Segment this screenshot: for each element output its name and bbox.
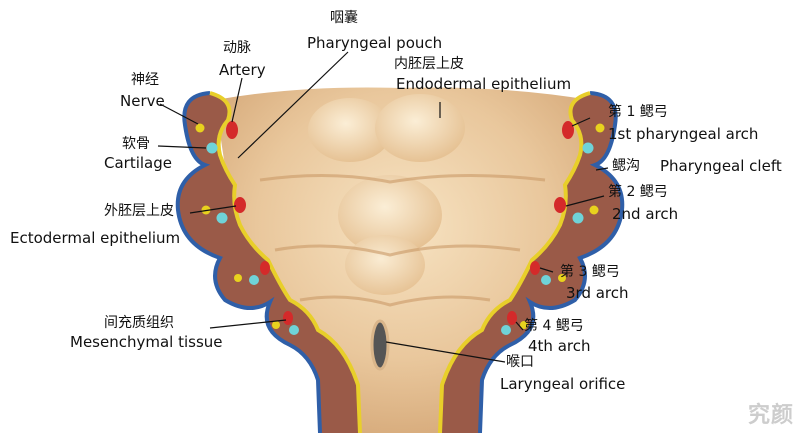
left-arch-structures bbox=[195, 121, 299, 335]
left-endoderm bbox=[209, 91, 362, 434]
tongue-bulge-right bbox=[375, 94, 465, 162]
cleft-en: Pharyngeal cleft bbox=[660, 157, 782, 175]
larynx-zh: 喉口 bbox=[506, 354, 534, 370]
nerve-icon bbox=[195, 123, 205, 133]
mesenchyme-zh: 间充质组织 bbox=[104, 315, 174, 331]
artery-icon bbox=[226, 121, 238, 139]
ectoderm-en: Ectodermal epithelium bbox=[10, 229, 181, 247]
ectoderm-zh: 外胚层上皮 bbox=[104, 203, 174, 219]
leader-lines bbox=[157, 51, 609, 363]
arch4-en: 4th arch bbox=[528, 337, 591, 355]
tongue-bulge-left bbox=[308, 98, 392, 162]
arch3-en: 3rd arch bbox=[566, 284, 629, 302]
arch2-en: 2nd arch bbox=[612, 205, 679, 223]
arch4-zh: 第 4 鳃弓 bbox=[524, 318, 584, 334]
central-bulge-upper bbox=[338, 175, 442, 255]
right-arch-structures bbox=[501, 121, 605, 335]
floor-ridges bbox=[259, 173, 546, 184]
pharyngeal-pouch-en: Pharyngeal pouch bbox=[307, 34, 443, 52]
cartilage-icon bbox=[206, 142, 218, 154]
right-endoderm bbox=[438, 91, 591, 434]
nerve-zh: 神经 bbox=[131, 72, 159, 88]
artery-en: Artery bbox=[219, 61, 266, 79]
nerve-en: Nerve bbox=[120, 92, 165, 110]
right-ectoderm bbox=[478, 91, 625, 434]
watermark: 究颜 bbox=[747, 403, 794, 428]
larynx-en: Laryngeal orifice bbox=[500, 375, 626, 393]
cartilage-zh: 软骨 bbox=[122, 136, 150, 152]
arch1-zh: 第 1 鳃弓 bbox=[608, 104, 668, 120]
left-ectoderm bbox=[175, 91, 322, 434]
laryngeal-orifice bbox=[370, 319, 390, 371]
cartilage-en: Cartilage bbox=[104, 154, 172, 172]
endoderm-zh: 内胚层上皮 bbox=[394, 56, 464, 72]
artery-zh: 动脉 bbox=[223, 40, 251, 56]
arch1-en: 1st pharyngeal arch bbox=[608, 125, 759, 143]
central-bulge-lower bbox=[345, 235, 425, 295]
pharyngeal-pouch-zh: 咽囊 bbox=[330, 10, 358, 26]
arch2-zh: 第 2 鳃弓 bbox=[608, 184, 668, 200]
endoderm-en: Endodermal epithelium bbox=[396, 75, 572, 93]
cleft-zh: 鳃沟 bbox=[612, 158, 640, 174]
mesenchyme-en: Mesenchymal tissue bbox=[70, 333, 223, 351]
arch3-zh: 第 3 鳃弓 bbox=[560, 264, 620, 280]
